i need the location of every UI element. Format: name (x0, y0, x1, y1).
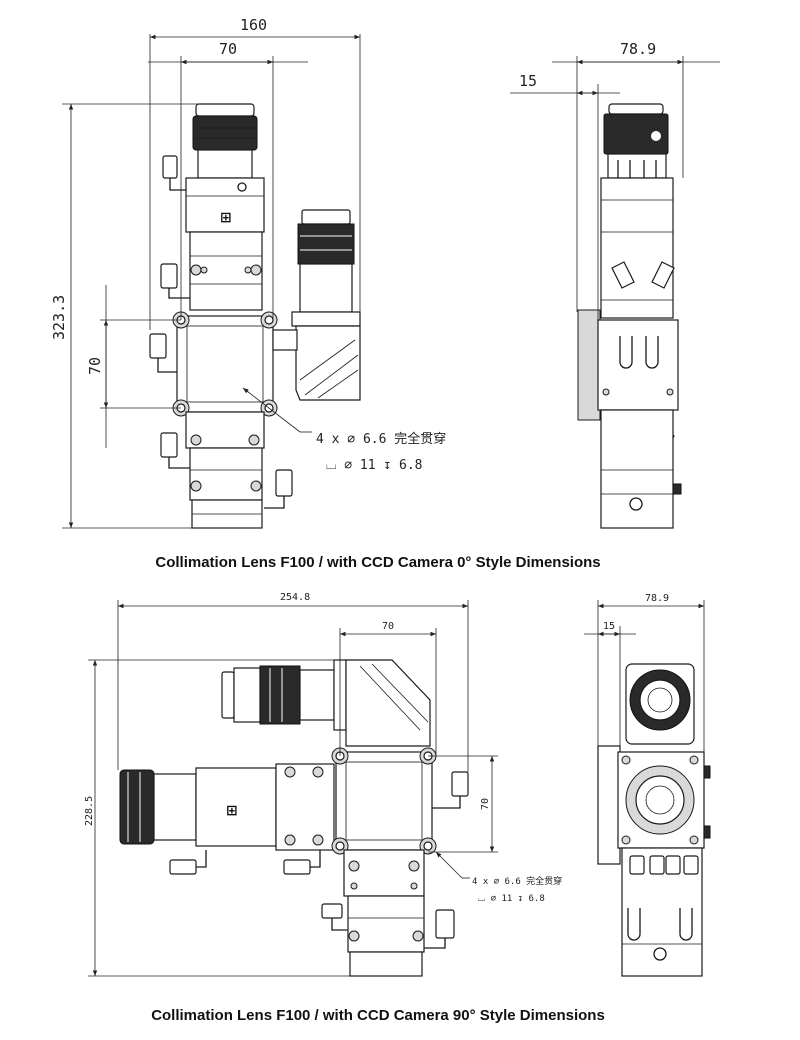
dim-width-label: 160 (240, 16, 267, 34)
bottom-cube-block (335, 751, 433, 851)
hole-note-line1: 4 x ⌀ 6.6 完全贯穿 (316, 431, 446, 447)
dim-height-label: 323.3 (50, 295, 68, 340)
screw (237, 182, 247, 192)
bottom-hole-note-line1: 4 x ⌀ 6.6 完全贯穿 (472, 875, 562, 887)
dim-inner-label: 70 (219, 40, 237, 58)
top-lens-cap (195, 103, 255, 117)
lens-tube (197, 149, 253, 179)
top-front-view: ⊞ (50, 16, 446, 529)
collimation-body (185, 177, 265, 233)
bottom-dim-block-label: 70 (480, 798, 491, 810)
bottom-side-dim-width-label: 78.9 (645, 593, 669, 604)
hole-note-line2: ⌴ ⌀ 11 ↧ 6.8 (326, 458, 423, 473)
bottom-side-view: 78.9 15 (584, 593, 711, 977)
brand-logo-icon-2: ⊞ (226, 803, 238, 819)
bottom-side-dim-offset-label: 15 (603, 621, 615, 632)
ccd-camera-horizontal (221, 659, 431, 747)
ccd-camera (272, 209, 361, 401)
side-plate (577, 309, 601, 421)
bottom-dim-width-label: 254.8 (280, 592, 310, 603)
horizontal-lens: ⊞ (119, 763, 335, 875)
side-dim-width-label: 78.9 (620, 40, 656, 58)
dim-block-label: 70 (86, 357, 104, 375)
brand-logo-icon: ⊞ (220, 210, 232, 226)
bottom-dim-inner-label: 70 (382, 621, 394, 632)
top-side-view: 78.9 15 (510, 40, 720, 529)
side-cube-block (597, 319, 679, 411)
caption-90-degree: Collimation Lens F100 / with CCD Camera … (151, 1007, 605, 1024)
bottom-dim-height-label: 228.5 (84, 796, 95, 826)
caption-0-degree: Collimation Lens F100 / with CCD Camera … (155, 554, 600, 571)
bottom-hole-note-line2: ⌴ ⌀ 11 ↧ 6.8 (478, 894, 545, 904)
side-dim-offset-label: 15 (519, 72, 537, 90)
bottom-front-view: ⊞ 254.8 (84, 592, 562, 977)
cube-block (176, 315, 274, 413)
air-fitting-left (149, 155, 190, 469)
top-lens-ring (192, 115, 258, 151)
